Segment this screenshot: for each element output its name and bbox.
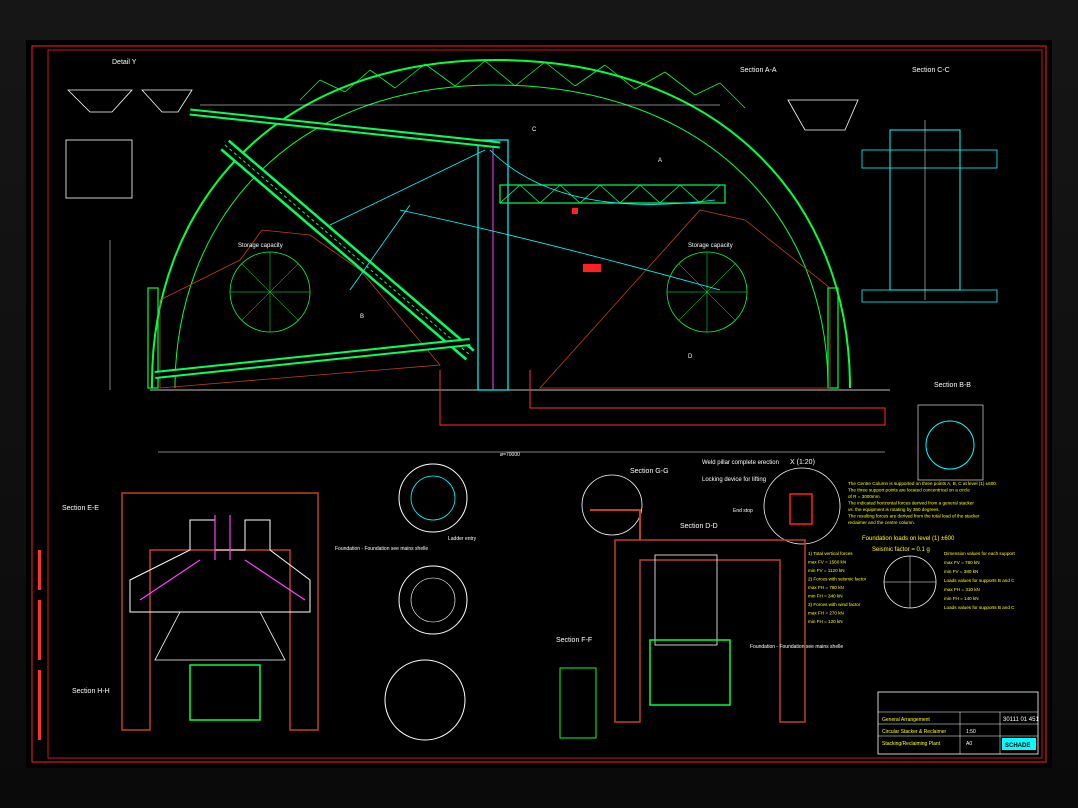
loads_right-line: Loads values for supports B and C xyxy=(944,578,1015,583)
locking-note-label: Locking device for lifting xyxy=(702,477,766,483)
section-ee-title: Section E-E xyxy=(62,505,99,512)
section-mark-b: B xyxy=(360,314,364,320)
outer-border xyxy=(31,45,1047,763)
main-elevation xyxy=(109,58,890,453)
ladder-plan-views: Ladder entry xyxy=(384,463,477,741)
section-cc-title: Section C-C xyxy=(912,67,950,74)
storage-left-label: Storage capacity xyxy=(238,243,283,249)
loads_right-line: Loads values for supports B and C xyxy=(944,605,1015,610)
section-cc-view: Section C-C xyxy=(861,67,998,303)
loads_left-line: 3) Forces with wind factor xyxy=(808,602,861,607)
section-hh-view: Section H-H xyxy=(72,688,110,695)
notes_block-line: of R = 3000mm. xyxy=(848,494,881,499)
loads-right-list: Dimension values for each support max FV … xyxy=(944,551,1015,610)
drawing-title: General Arrangement xyxy=(882,717,930,723)
section-gg-view: Section G-G xyxy=(581,468,669,540)
storage-right-label: Storage capacity xyxy=(688,243,733,249)
loads_right-line: min FH = 140 kN xyxy=(944,596,979,601)
foundation-loads-title: Foundation loads on level (1) ±600 xyxy=(862,536,955,542)
inner-border xyxy=(47,49,1043,759)
loads_right-line: max FH = 310 kN xyxy=(944,587,980,592)
loads_right-line: min FV = 380 kN xyxy=(944,569,978,574)
loads_left-line: 2) Forces with seismic factor xyxy=(808,577,867,582)
section-aa-title: Section A-A xyxy=(740,67,777,74)
notes_block-line: The indicated horizontal forces derived … xyxy=(848,501,974,506)
section-bb-view: Section B-B xyxy=(917,382,984,481)
margin-notes xyxy=(38,550,41,740)
section-bb-title: Section B-B xyxy=(934,382,971,389)
section-ff-view: Section F-F xyxy=(556,637,597,739)
loads_left-line: max FH = 780 kN xyxy=(808,585,844,590)
section-ee-view: Section E-E Foundation - Foundation see … xyxy=(62,492,428,731)
loads-left-list: 1) Total vertical forces max FV = 1560 kN… xyxy=(808,551,867,624)
section-dd-view: Section D-D Foundation - Foundation see … xyxy=(614,523,843,723)
title-block: General Arrangement Circular Stacker & R… xyxy=(877,691,1039,755)
drawing-number: 30111 01 451 xyxy=(1003,717,1039,723)
overall-diameter-dim: ø=70000 xyxy=(500,452,520,458)
notes_block-line: vs. the equipment is rotating by 360 deg… xyxy=(848,507,940,512)
detail-y-title: Detail Y xyxy=(112,59,137,66)
detail-x-view: Weld pillar complete erection Locking de… xyxy=(702,459,841,545)
section-ff-title: Section F-F xyxy=(556,637,592,644)
end-stop-label: End stop xyxy=(733,508,753,514)
loads_left-line: min FH = 340 kN xyxy=(808,594,843,599)
weld-note-label: Weld pillar complete erection xyxy=(702,460,779,466)
section-dd-title: Section D-D xyxy=(680,523,718,530)
notes_block-line: reclaimer and the centre column. xyxy=(848,520,915,525)
notes_block-line: The Centre Column is supported on three … xyxy=(848,481,997,486)
drawing-subtitle: Circular Stacker & Reclaimer xyxy=(882,729,947,735)
section-mark-c: C xyxy=(532,127,537,133)
loads_left-line: max FH = 270 kN xyxy=(808,611,844,616)
section-mark-d: D xyxy=(688,354,693,360)
loads_right-line: Dimension values for each support xyxy=(944,551,1015,556)
section-hh-title: Section H-H xyxy=(72,688,110,695)
loads_left-line: min FV = 1120 kN xyxy=(808,568,845,573)
foundation-left-label: Foundation - Foundation see mains shelle xyxy=(335,546,428,552)
loads_left-line: 1) Total vertical forces xyxy=(808,551,853,556)
sheet-size: A0 xyxy=(966,741,972,747)
section-aa-view: Section A-A xyxy=(740,67,859,131)
loads_right-line: max FV = 760 kN xyxy=(944,560,980,565)
foundation-notes: The Centre Column is supported on three … xyxy=(848,481,997,525)
notes_block-line: The resulting forces are derived from th… xyxy=(848,514,980,519)
drawing-scale: 1:50 xyxy=(966,729,976,735)
foundation-right-label: Foundation - Foundation see mains shelle xyxy=(750,644,843,650)
loads_left-line: min FH = 120 kN xyxy=(808,619,843,624)
seismic-factor-label: Seismic factor = 0.1 g xyxy=(872,547,930,553)
loads_left-line: max FV = 1560 kN xyxy=(808,560,846,565)
company-logo: SCHADE xyxy=(1005,743,1030,749)
detail-y-view: Detail Y xyxy=(65,59,193,199)
support-plan-view xyxy=(883,555,937,609)
ladder-entry-label: Ladder entry xyxy=(448,536,477,542)
detail-x-label: X (1:20) xyxy=(790,459,815,466)
plant-name: Stacking/Reclaiming Plant xyxy=(882,741,941,747)
section-mark-a: A xyxy=(658,158,662,164)
section-gg-title: Section G-G xyxy=(630,468,669,475)
sheet-paper xyxy=(26,40,1052,768)
notes_block-line: The three support points are located con… xyxy=(848,488,970,493)
